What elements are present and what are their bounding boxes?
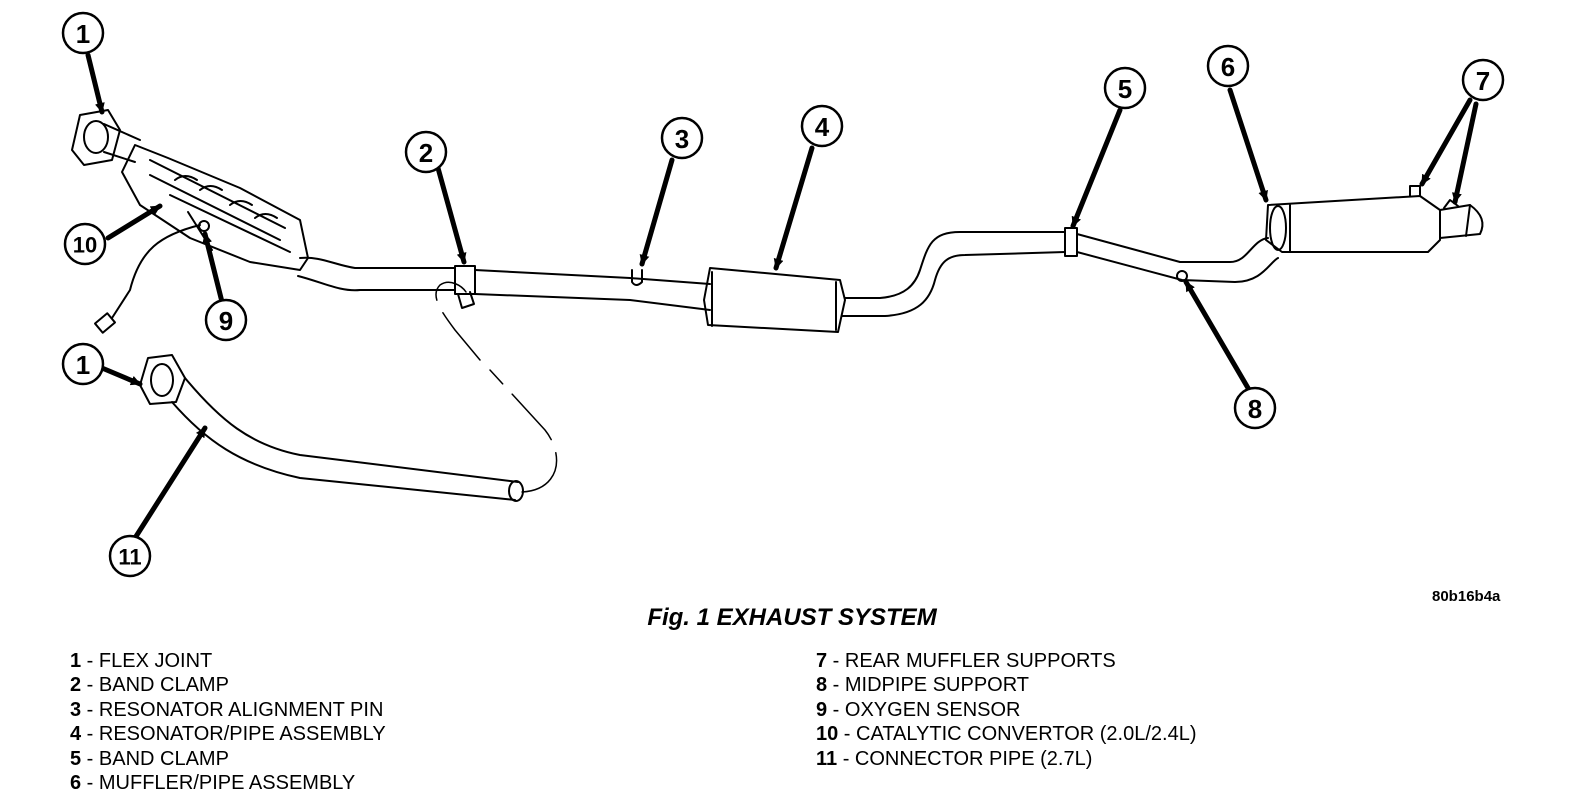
legend-text: - MUFFLER/PIPE ASSEMBLY [81, 772, 356, 795]
legend-item: 8 - MIDPIPE SUPPORT [816, 673, 1197, 697]
callout-label: 1 [76, 350, 90, 380]
callout-circle-5 [1103, 66, 1147, 110]
leader-arrow-3 [639, 157, 675, 267]
legend-text: - BAND CLAMP [81, 674, 229, 697]
callout-circle-1-bottom [61, 342, 105, 386]
callout-circle-2 [404, 130, 448, 174]
callout-circle-10 [63, 222, 107, 266]
legend-item: 5 - BAND CLAMP [70, 747, 386, 771]
legend-item: 11 - CONNECTOR PIPE (2.7L) [816, 747, 1197, 771]
leader-arrow-1-bottom [99, 365, 143, 387]
legend-text: - RESONATOR/PIPE ASSEMBLY [81, 723, 386, 746]
callout-label: 3 [675, 124, 689, 154]
legend-number: 7 [816, 650, 828, 672]
leader-arrow-6 [1227, 87, 1269, 203]
legend-item: 4 - RESONATOR/PIPE ASSEMBLY [70, 722, 386, 746]
legend-text: - CATALYTIC CONVERTOR (2.0L/2.4L) [838, 723, 1197, 746]
callout-circle-1-top [61, 11, 105, 55]
leader-arrow-8 [1183, 279, 1251, 391]
resonator [703, 267, 846, 333]
callout-label: 6 [1221, 52, 1235, 82]
legend-text: - FLEX JOINT [81, 650, 213, 672]
legend-number: 4 [70, 723, 82, 746]
rear-muffler-support [1409, 185, 1421, 197]
callout-circle-9 [204, 298, 248, 342]
legend-item: 7 - REAR MUFFLER SUPPORTS [816, 649, 1197, 673]
callout-circle-8 [1233, 386, 1277, 430]
legend-number: 8 [816, 674, 828, 697]
legend-text: - OXYGEN SENSOR [827, 698, 1021, 721]
mid-pipe [474, 269, 711, 311]
leader-arrow-10 [105, 203, 163, 241]
legend-number: 2 [70, 674, 82, 697]
callout-label: 1 [76, 19, 90, 49]
legend-item: 1 - FLEX JOINT [70, 649, 386, 673]
band-clamp-rear [1064, 227, 1078, 257]
leader-arrow-4 [773, 145, 815, 271]
callout-circle-3 [660, 116, 704, 160]
catalytic-converter [121, 144, 309, 271]
legend-left: 1 - FLEX JOINT 2 - BAND CLAMP 3 - RESONA… [70, 649, 386, 795]
callout-label: 10 [73, 233, 97, 258]
front-pipe [297, 256, 456, 292]
legend-item: 3 - RESONATOR ALIGNMENT PIN [70, 698, 386, 722]
leader-arrow-11 [132, 425, 208, 541]
callout-circle-4 [800, 104, 844, 148]
oxygen-sensor [94, 220, 210, 334]
legend-number: 1 [70, 650, 82, 672]
legend-item: 6 - MUFFLER/PIPE ASSEMBLY [70, 771, 386, 795]
callout-label: 11 [118, 545, 141, 570]
legend-item: 2 - BAND CLAMP [70, 673, 386, 697]
callout-label: 9 [219, 306, 233, 336]
legend-right: 7 - REAR MUFFLER SUPPORTS 8 - MIDPIPE SU… [816, 649, 1197, 771]
callout-circle-11 [108, 534, 152, 578]
figure-title: Fig. 1 EXHAUST SYSTEM [647, 604, 937, 631]
leader-arrow-7b [1451, 101, 1479, 205]
callout-label: 2 [419, 138, 433, 168]
legend-text: - REAR MUFFLER SUPPORTS [827, 650, 1116, 672]
callout-circle-6 [1206, 44, 1250, 88]
flex-joint-flange [71, 109, 141, 166]
legend-text: - CONNECTOR PIPE (2.7L) [837, 747, 1093, 770]
connector-pipe [139, 354, 524, 502]
figure-code: 80b16b4a [1432, 588, 1501, 605]
connector-link-line [435, 281, 558, 493]
leader-arrow-5 [1070, 107, 1123, 229]
callout-label: 8 [1248, 394, 1262, 424]
legend-number: 5 [70, 747, 82, 770]
rear-muffler [1265, 185, 1484, 253]
legend-item: 10 - CATALYTIC CONVERTOR (2.0L/2.4L) [816, 722, 1197, 746]
legend-number: 6 [70, 772, 82, 795]
callout-label: 7 [1476, 66, 1490, 96]
leader-arrow-7a [1419, 97, 1473, 187]
callout-label: 4 [815, 112, 830, 142]
legend-text: - BAND CLAMP [81, 747, 229, 770]
tail-pipe-section [841, 227, 1279, 317]
leader-arrow-1-top [85, 52, 105, 115]
legend-number: 3 [70, 698, 82, 721]
midpipe-support [1176, 270, 1188, 282]
resonator-alignment-pin [631, 269, 643, 286]
legend-number: 9 [816, 698, 828, 721]
leader-arrow-2 [435, 165, 467, 265]
callout-circle-7 [1461, 58, 1505, 102]
legend-item: 9 - OXYGEN SENSOR [816, 698, 1197, 722]
callout-label: 5 [1118, 74, 1132, 104]
legend-text: - RESONATOR ALIGNMENT PIN [81, 698, 384, 721]
legend-number: 11 [816, 747, 838, 770]
legend-text: - MIDPIPE SUPPORT [827, 674, 1030, 697]
legend-number: 10 [816, 723, 839, 746]
exhaust-system-diagram: 1 2 3 4 5 6 7 8 9 10 1 11 [61, 11, 1505, 578]
band-clamp-front [454, 265, 476, 309]
leader-arrow-9 [202, 231, 225, 305]
